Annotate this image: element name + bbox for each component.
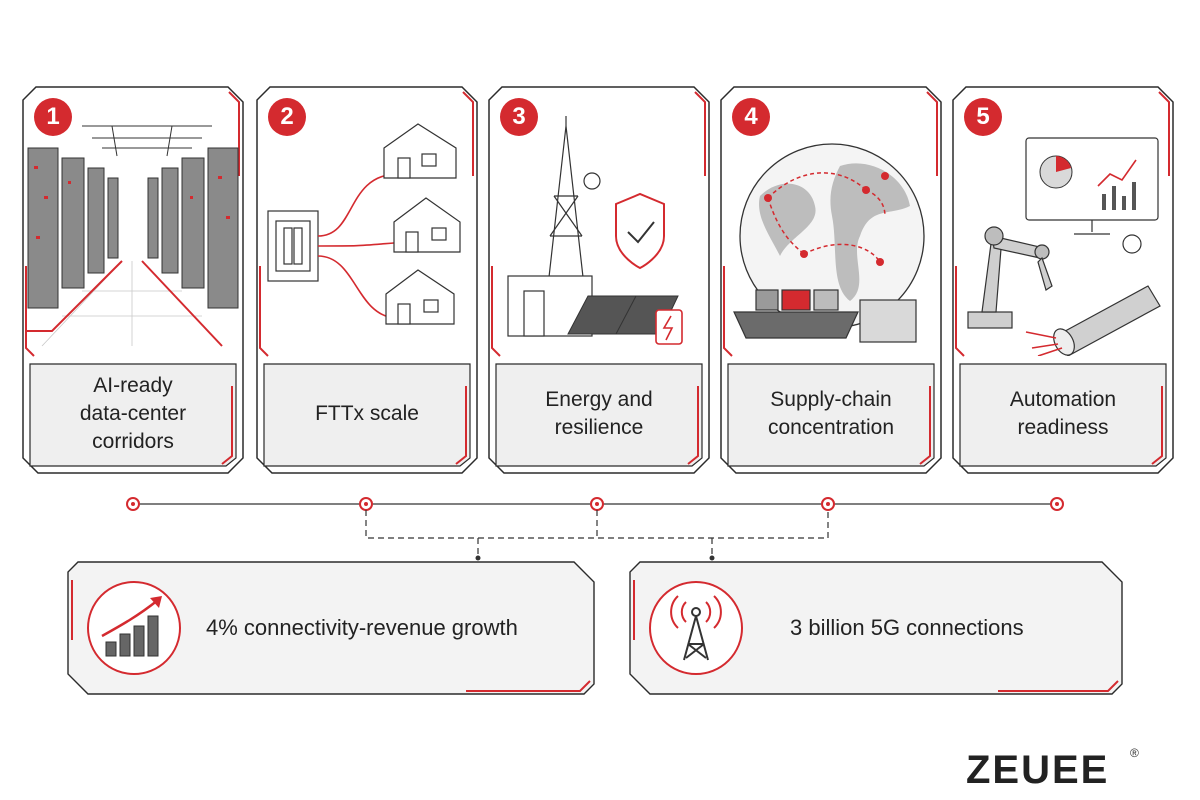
card-label: Supply-chain concentration — [767, 388, 895, 439]
cell-tower-icon — [649, 581, 743, 675]
card-number-badge: 2 — [268, 98, 306, 136]
card-3-frame — [488, 86, 710, 474]
card-5: 5 Automation readiness — [952, 86, 1174, 474]
stat-label: 3 billion 5G connections — [790, 615, 1024, 640]
card-label: Energy and resilience — [545, 388, 653, 439]
stat-label: 4% connectivity-revenue growth — [206, 615, 518, 640]
card-3: 3 Energy and resilience — [488, 86, 710, 474]
card-label: AI-ready data-center corridors — [79, 374, 187, 453]
card-2-frame — [256, 86, 478, 474]
fttx-illustration — [267, 123, 461, 325]
card-number-badge: 5 — [964, 98, 1002, 136]
brand-logo: ZEUEE ® — [966, 746, 1156, 792]
stat-frame — [67, 561, 595, 695]
stat-connectivity-revenue: 4% connectivity-revenue growth — [66, 560, 596, 696]
card-label: Automation readiness — [1009, 388, 1117, 439]
stat-5g-connections: 3 billion 5G connections — [628, 560, 1124, 696]
card-number-badge: 3 — [500, 98, 538, 136]
timeline-connector — [126, 497, 1064, 561]
registered-mark: ® — [1130, 746, 1139, 760]
automation-illustration — [967, 137, 1161, 356]
brand-name: ZEUEE — [966, 748, 1110, 792]
data-center-illustration — [27, 125, 239, 347]
stat-frame — [629, 561, 1123, 695]
card-4: 4 Supply-chain concentration — [720, 86, 942, 474]
card-1: 1 AI-ready data-center corridors — [22, 86, 244, 474]
energy-illustration — [507, 116, 683, 345]
card-number-badge: 4 — [732, 98, 770, 136]
card-label: FTTx scale — [315, 402, 419, 425]
supply-chain-illustration — [733, 143, 925, 343]
bar-chart-growth-icon — [87, 581, 181, 675]
card-number-badge: 1 — [34, 98, 72, 136]
card-2: 2 FTTx scale — [256, 86, 478, 474]
